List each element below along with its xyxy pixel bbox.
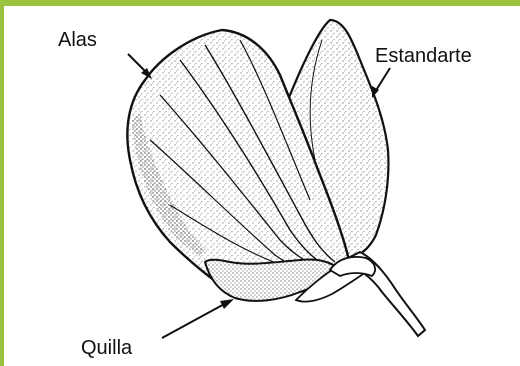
label-alas: Alas	[58, 30, 97, 50]
leader-arrow-estandarte	[372, 68, 390, 98]
leader-arrow-alas	[128, 54, 152, 79]
label-quilla: Quilla	[81, 338, 132, 358]
label-estandarte: Estandarte	[375, 46, 472, 66]
leader-arrow-quilla	[162, 299, 234, 338]
